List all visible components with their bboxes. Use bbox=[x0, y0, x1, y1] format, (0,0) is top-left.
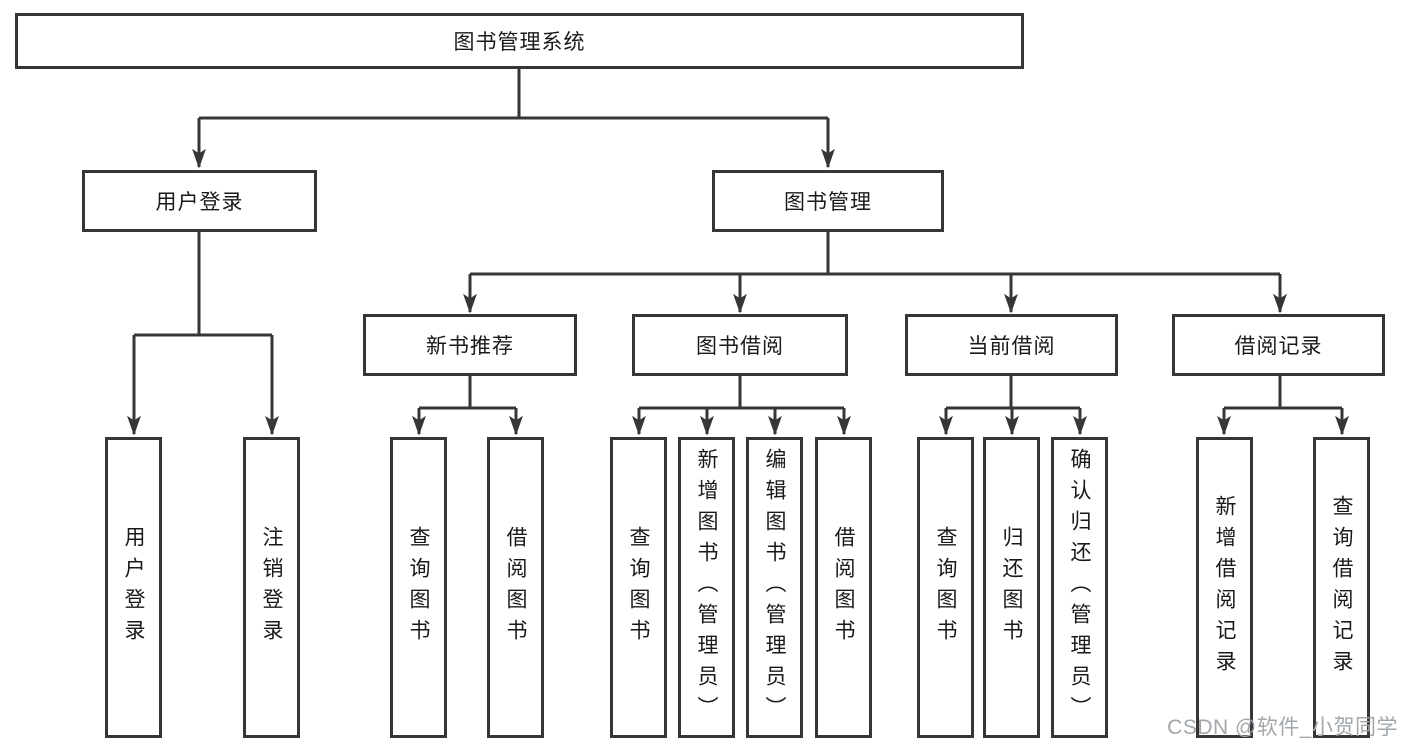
leaf-return-books: 归还图书 bbox=[983, 437, 1040, 738]
node-label: 图书管理 bbox=[784, 191, 872, 214]
leaf-query-borrow-record: 查询借阅记录 bbox=[1313, 437, 1370, 738]
leaf-user-login: 用户登录 bbox=[105, 437, 162, 738]
leaf-label: 查询图书 bbox=[934, 525, 957, 650]
node-label: 新书推荐 bbox=[426, 335, 514, 358]
node-borrow-records: 借阅记录 bbox=[1172, 314, 1385, 376]
node-new-book-recommend: 新书推荐 bbox=[363, 314, 577, 376]
connector-new-book-recommend-group bbox=[419, 376, 516, 434]
connector-book-management-group bbox=[470, 232, 1280, 312]
leaf-query-books-current: 查询图书 bbox=[917, 437, 974, 738]
node-label: 用户登录 bbox=[155, 191, 244, 214]
node-current-borrow: 当前借阅 bbox=[905, 314, 1118, 376]
leaf-label: 用户登录 bbox=[122, 525, 145, 650]
node-user-login: 用户登录 bbox=[82, 170, 317, 232]
leaf-label: 编辑图书（管理员） bbox=[763, 448, 786, 727]
leaf-label: 借阅图书 bbox=[504, 525, 527, 650]
csdn-watermark: CSDN @软件_小贺同学 bbox=[1167, 716, 1398, 739]
node-book-borrow: 图书借阅 bbox=[632, 314, 848, 376]
leaf-query-books-borrow: 查询图书 bbox=[610, 437, 667, 738]
leaf-label: 注销登录 bbox=[260, 525, 283, 650]
connector-user-login-group bbox=[134, 232, 272, 434]
connector-book-borrow-group bbox=[639, 376, 844, 434]
leaf-label: 确认归还（管理员） bbox=[1068, 448, 1091, 727]
leaf-edit-books-admin: 编辑图书（管理员） bbox=[746, 437, 803, 738]
leaf-confirm-return-admin: 确认归还（管理员） bbox=[1051, 437, 1108, 738]
node-label: 当前借阅 bbox=[967, 335, 1056, 358]
leaf-add-borrow-record: 新增借阅记录 bbox=[1196, 437, 1253, 738]
connector-root-to-level2 bbox=[199, 69, 828, 167]
leaf-label: 新增图书（管理员） bbox=[695, 448, 718, 727]
node-label: 图书借阅 bbox=[696, 335, 784, 358]
leaf-add-books-admin: 新增图书（管理员） bbox=[678, 437, 735, 738]
connector-borrow-records-group bbox=[1224, 376, 1342, 434]
leaf-label: 查询图书 bbox=[407, 525, 430, 650]
leaf-logout: 注销登录 bbox=[243, 437, 300, 738]
leaf-borrow-books-recommend: 借阅图书 bbox=[487, 437, 544, 738]
leaf-label: 新增借阅记录 bbox=[1213, 494, 1236, 681]
node-book-management: 图书管理 bbox=[712, 170, 944, 232]
node-label: 图书管理系统 bbox=[453, 31, 586, 54]
node-library-management-system: 图书管理系统 bbox=[15, 13, 1024, 69]
leaf-label: 归还图书 bbox=[1000, 525, 1023, 650]
leaf-label: 借阅图书 bbox=[832, 525, 855, 650]
connector-current-borrow-group bbox=[946, 376, 1080, 434]
leaf-label: 查询借阅记录 bbox=[1330, 494, 1353, 681]
leaf-query-books-recommend: 查询图书 bbox=[390, 437, 447, 738]
leaf-borrow-books: 借阅图书 bbox=[815, 437, 872, 738]
leaf-label: 查询图书 bbox=[627, 525, 650, 650]
node-label: 借阅记录 bbox=[1234, 335, 1323, 358]
